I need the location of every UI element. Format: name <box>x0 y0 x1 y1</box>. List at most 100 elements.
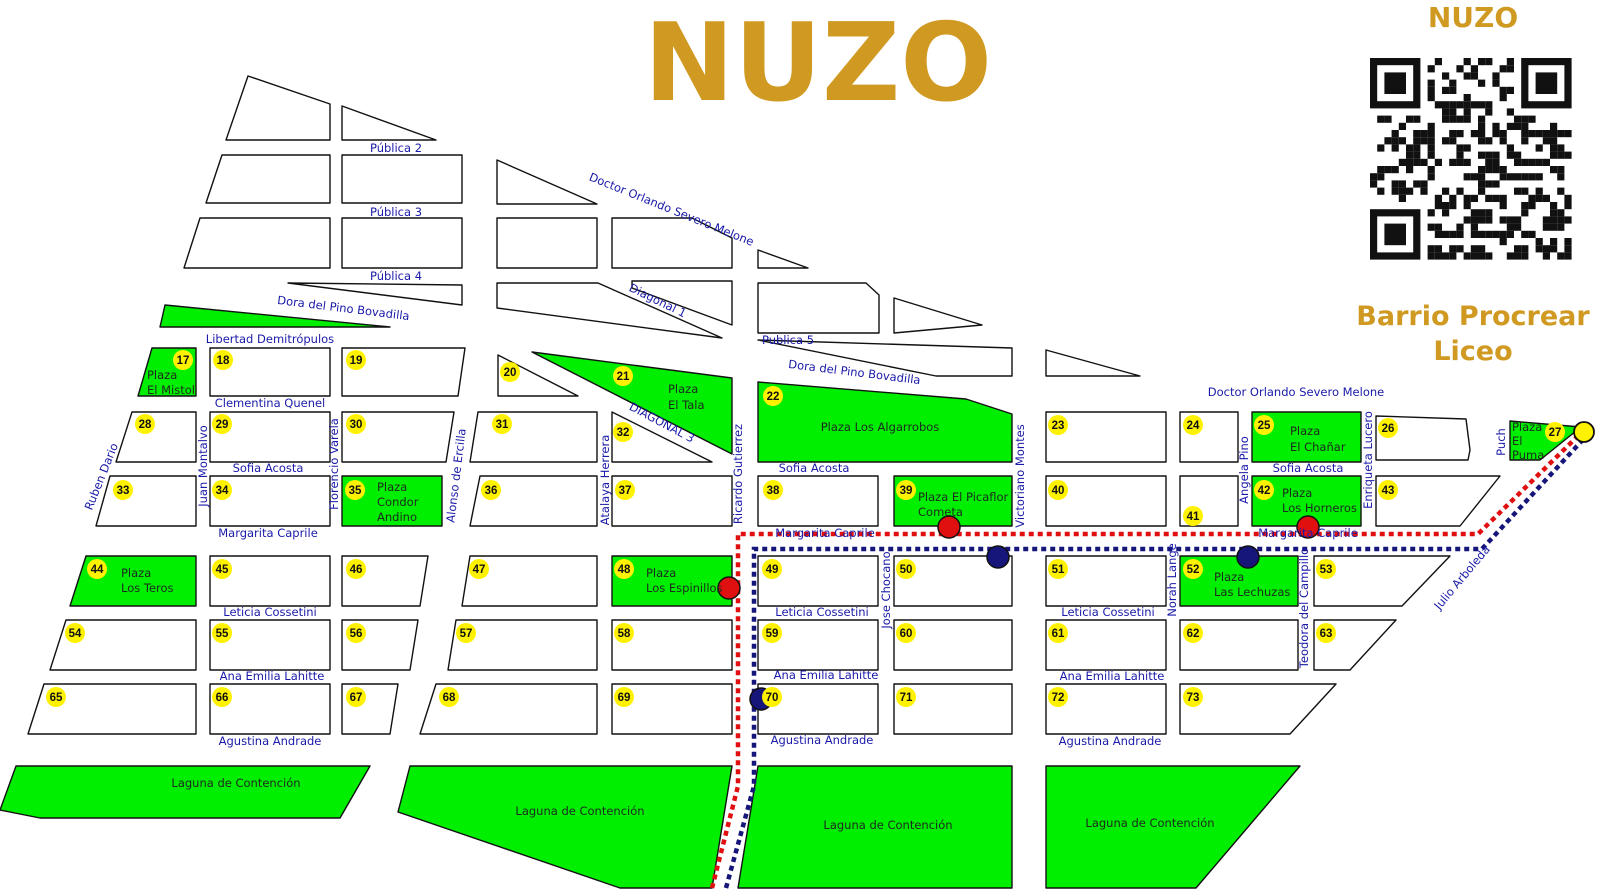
plaza-block <box>611 555 733 607</box>
bus-stop-red[interactable] <box>717 576 741 600</box>
qr-module <box>1442 72 1450 80</box>
qr-module <box>1514 122 1522 130</box>
street-label: Pública 4 <box>370 269 422 283</box>
block-number-badge <box>1048 623 1068 643</box>
block-number-badge <box>1378 480 1398 500</box>
block-number-badge <box>1183 415 1203 435</box>
qr-module <box>1456 151 1464 159</box>
qr-module <box>1384 166 1392 174</box>
city-block <box>1045 475 1167 527</box>
street-label: Florencio Varela <box>327 418 341 510</box>
plaza-label: Plaza <box>121 566 151 580</box>
qr-module <box>1478 122 1486 130</box>
qr-module <box>1492 230 1500 238</box>
block-number: 40 <box>1052 485 1065 497</box>
block-number-badge <box>1545 422 1565 442</box>
qr-module <box>1406 151 1414 159</box>
qr-module <box>1420 137 1428 145</box>
block-number: 67 <box>350 692 363 704</box>
route-terminus[interactable] <box>1573 421 1595 443</box>
barrio-name-line1: Barrio Procrear <box>1356 301 1590 332</box>
qr-module <box>1478 130 1486 138</box>
block-number-badge <box>481 480 501 500</box>
block-number-badge <box>65 623 85 643</box>
qr-module <box>1470 72 1478 80</box>
block-number: 26 <box>1382 423 1395 435</box>
qr-module <box>1499 166 1507 174</box>
qr-module <box>1427 137 1435 145</box>
block-number: 56 <box>350 628 363 640</box>
qr-module <box>1420 130 1428 138</box>
block-number: 24 <box>1187 420 1200 432</box>
qr-module <box>1499 137 1507 145</box>
qr-module <box>1463 173 1471 181</box>
city-block <box>757 555 879 607</box>
bus-stop-blue[interactable] <box>1236 545 1260 569</box>
qr-module <box>1514 115 1522 123</box>
qr-module <box>1528 115 1536 123</box>
qr-module <box>1427 144 1435 152</box>
block-number-badge <box>1048 415 1068 435</box>
city-block <box>469 411 598 463</box>
block-number-badge <box>113 480 133 500</box>
qr-module <box>1485 209 1493 217</box>
block-number: 70 <box>766 692 779 704</box>
qr-module <box>1427 65 1435 73</box>
plaza-label: Plaza <box>1214 570 1244 584</box>
plaza-label: El Chañar <box>1290 440 1346 454</box>
city-block <box>341 105 437 141</box>
plaza-block <box>757 381 1013 463</box>
qr-code[interactable] <box>1370 58 1572 260</box>
qr-module <box>1521 187 1529 195</box>
qr-module <box>1485 58 1493 66</box>
street-label: Agustina Andrade <box>219 734 322 748</box>
block-number-badge <box>614 623 634 643</box>
qr-module <box>1564 216 1572 224</box>
plaza-label: Plaza <box>377 480 407 494</box>
qr-module <box>1514 252 1522 260</box>
qr-module <box>1506 252 1514 260</box>
qr-module <box>1478 230 1486 238</box>
bus-stop-red[interactable] <box>937 515 961 539</box>
block-number-badge <box>1316 623 1336 643</box>
block-number: 63 <box>1320 628 1333 640</box>
block-number: 59 <box>766 628 779 640</box>
bus-stop-red[interactable] <box>1296 515 1320 539</box>
plaza-label: Plaza <box>1282 486 1312 500</box>
city-block <box>95 475 197 527</box>
plaza-block <box>341 475 443 527</box>
block-number: 58 <box>618 628 631 640</box>
plaza-label: Plaza <box>147 368 177 382</box>
block-number: 55 <box>216 628 229 640</box>
qr-module <box>1377 187 1385 195</box>
block-number: 54 <box>69 628 82 640</box>
qr-module <box>1470 194 1478 202</box>
block-number: 22 <box>767 391 780 403</box>
block-number-badge <box>346 623 366 643</box>
qr-module <box>1550 209 1558 217</box>
qr-module <box>1528 194 1536 202</box>
qr-module <box>1499 202 1507 210</box>
qr-module <box>1521 173 1529 181</box>
qr-module <box>1542 216 1550 224</box>
qr-module <box>1456 230 1464 238</box>
qr-module <box>1514 245 1522 253</box>
block-number-badge <box>1183 687 1203 707</box>
qr-module <box>1514 173 1522 181</box>
qr-module <box>1398 194 1406 202</box>
barrio-name-line2: Liceo <box>1433 336 1512 367</box>
qr-module <box>1557 216 1565 224</box>
block-number-badge <box>346 559 366 579</box>
qr-module <box>1456 144 1464 152</box>
qr-module <box>1391 180 1399 188</box>
qr-module <box>1456 158 1464 166</box>
city-block <box>496 282 723 339</box>
qr-module <box>1506 151 1514 159</box>
qr-module <box>1470 101 1478 109</box>
qr-module <box>1557 209 1565 217</box>
block-number-badge <box>87 559 107 579</box>
qr-module <box>1478 115 1486 123</box>
bus-stop-blue[interactable] <box>986 545 1010 569</box>
city-block <box>183 217 331 269</box>
